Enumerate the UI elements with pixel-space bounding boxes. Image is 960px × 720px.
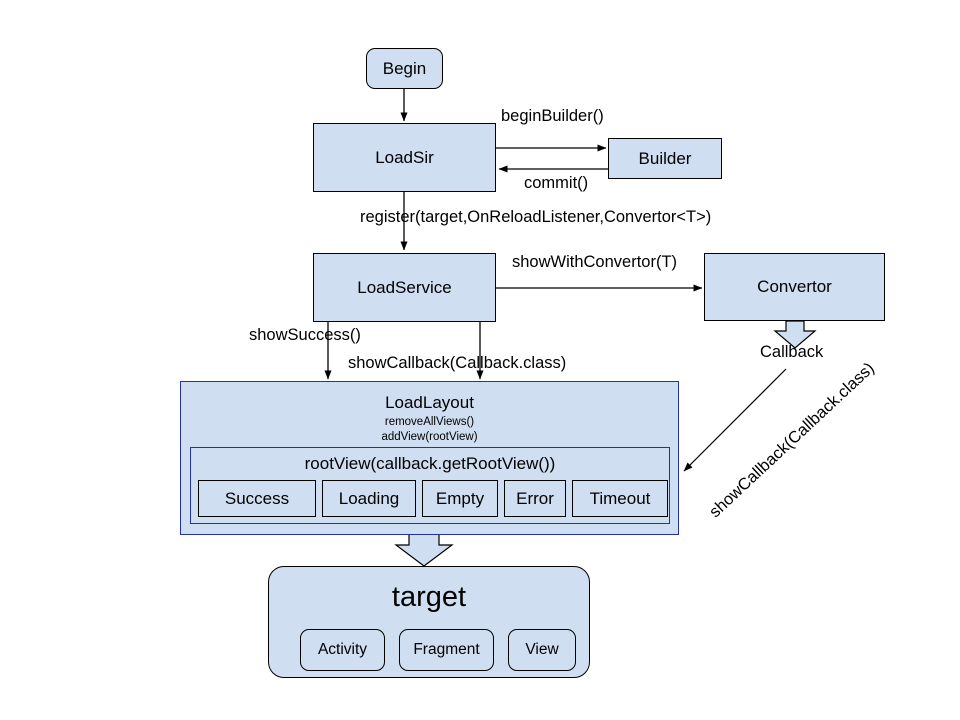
state-label-timeout: Timeout: [589, 488, 651, 508]
state-label-empty: Empty: [435, 488, 485, 508]
edge-label-register: register(target,OnReloadListener,Convert…: [360, 208, 712, 226]
state-box-error[interactable]: Error: [504, 480, 566, 517]
target-child-view[interactable]: View: [508, 629, 576, 671]
edge-label-show-callback: showCallback(Callback.class): [348, 354, 567, 372]
state-box-empty[interactable]: Empty: [422, 480, 498, 517]
target-child-fragment[interactable]: Fragment: [399, 629, 494, 671]
node-builder[interactable]: Builder: [608, 138, 722, 179]
node-loadlayout-sub-removeallviews: removeAllViews(): [384, 416, 475, 428]
node-loadservice[interactable]: LoadService: [313, 253, 496, 322]
edge-label-callback: Callback: [760, 343, 824, 361]
edge-label-show-with-convertor: showWithConvertor(T): [512, 253, 678, 271]
state-label-error: Error: [516, 488, 554, 508]
node-target-label: target: [391, 581, 467, 613]
node-builder-label: Builder: [638, 148, 692, 168]
node-rootview[interactable]: rootView(callback.getRootView()) Success…: [190, 447, 670, 524]
node-rootview-label: rootView(callback.getRootView()): [304, 454, 556, 473]
target-child-label-view: View: [525, 641, 559, 659]
target-child-activity[interactable]: Activity: [300, 629, 385, 671]
node-target[interactable]: target Activity Fragment View: [268, 566, 590, 678]
node-loadsir[interactable]: LoadSir: [313, 123, 496, 192]
node-loadlayout[interactable]: LoadLayout removeAllViews() addView(root…: [180, 381, 679, 535]
target-child-label-fragment: Fragment: [413, 641, 480, 659]
state-box-timeout[interactable]: Timeout: [572, 480, 668, 517]
node-begin[interactable]: Begin: [366, 48, 443, 89]
edge-label-show-success: showSuccess(): [249, 326, 361, 344]
edge-label-begin-builder: beginBuilder(): [501, 107, 604, 125]
state-label-success: Success: [224, 488, 290, 508]
state-label-loading: Loading: [338, 488, 400, 508]
node-loadlayout-label: LoadLayout: [385, 393, 474, 412]
edge-label-show-callback-diagonal: showCallback(Callback.class): [706, 359, 878, 522]
node-loadservice-label: LoadService: [357, 277, 452, 297]
state-box-loading[interactable]: Loading: [322, 480, 416, 517]
node-loadsir-label: LoadSir: [375, 147, 434, 167]
target-child-label-activity: Activity: [317, 641, 368, 659]
node-convertor[interactable]: Convertor: [704, 253, 885, 321]
node-begin-label: Begin: [382, 58, 427, 78]
node-loadlayout-sub-addview: addView(rootView): [381, 431, 478, 443]
node-convertor-label: Convertor: [757, 277, 832, 297]
state-box-success[interactable]: Success: [198, 480, 316, 517]
edge-label-commit: commit(): [524, 174, 589, 192]
